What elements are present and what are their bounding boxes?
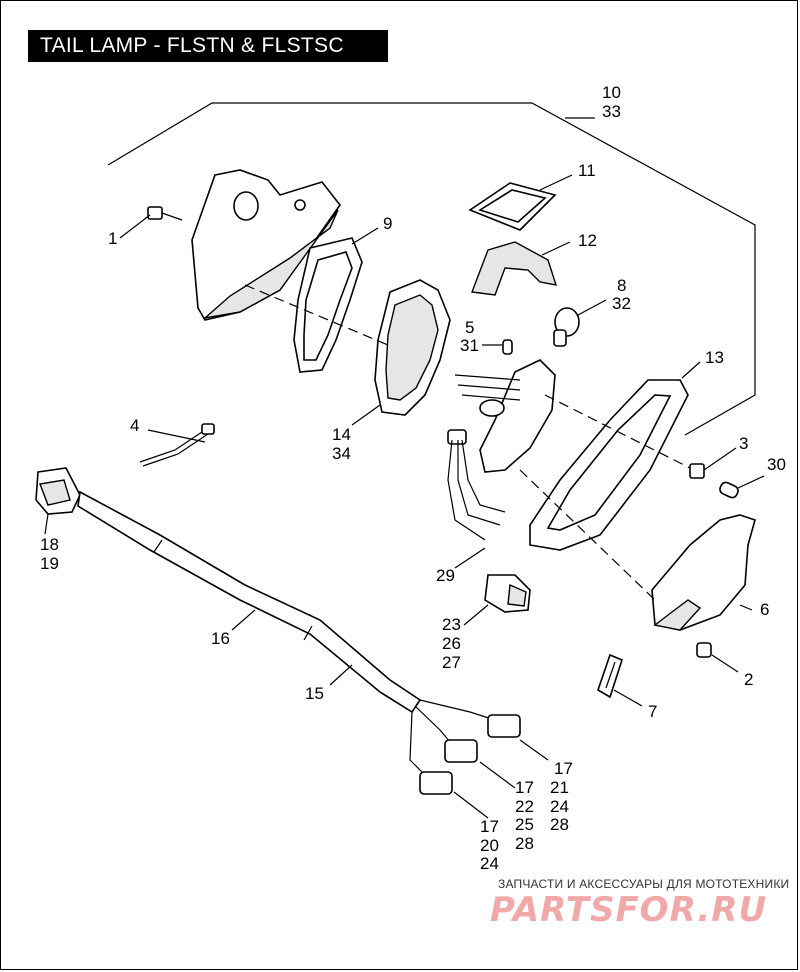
assembly-bracket-line [107, 102, 756, 436]
callout-10: 10 [602, 83, 621, 102]
callout-27: 27 [442, 653, 461, 672]
callout-5: 5 [465, 318, 474, 337]
callout-2: 2 [744, 670, 753, 689]
part-cover-6 [651, 514, 756, 631]
part-connector-17a [487, 714, 521, 738]
callout-34: 34 [332, 444, 351, 463]
watermark-logo: PARTSFOR.RU [490, 890, 768, 930]
part-window-11 [468, 182, 557, 231]
callout-26: 26 [442, 634, 461, 653]
callout-16: 16 [211, 629, 230, 648]
callout-33: 33 [602, 102, 621, 121]
callout-3: 3 [739, 434, 748, 453]
callout-24-a: 24 [550, 797, 569, 816]
callout-31: 31 [460, 336, 479, 355]
part-nut-2 [696, 642, 712, 658]
part-cap-30 [719, 481, 739, 499]
title-bar: TAIL LAMP - FLSTN & FLSTSC [28, 30, 388, 62]
callout-20: 20 [480, 836, 499, 855]
part-wires-29 [447, 439, 506, 541]
callout-8: 8 [617, 276, 626, 295]
part-lens-14 [374, 279, 451, 416]
part-nut-3 [689, 463, 705, 479]
callout-11: 11 [578, 161, 596, 180]
part-bulb-8 [553, 307, 580, 347]
part-visor-12 [471, 241, 558, 296]
diagram-title: TAIL LAMP - FLSTN & FLSTSC [40, 34, 344, 57]
part-small-bulb-5 [502, 339, 513, 355]
callout-14: 14 [332, 425, 351, 444]
callout-21: 21 [550, 778, 569, 797]
callout-22: 22 [515, 797, 534, 816]
part-gasket-9 [293, 237, 363, 373]
callout-19: 19 [40, 554, 59, 573]
callout-17-a: 17 [554, 759, 573, 778]
callout-13: 13 [705, 348, 724, 367]
callout-1: 1 [108, 229, 117, 248]
part-connector-23 [484, 574, 531, 613]
callout-12: 12 [578, 231, 597, 250]
watermark-tagline: ЗАПЧАСТИ И АКСЕССУАРЫ ДЛЯ МОТОТЕХНИКИ [498, 877, 790, 891]
part-connector-17b [444, 739, 478, 763]
callout-15: 15 [305, 684, 324, 703]
alignment-line-1 [244, 284, 389, 346]
part-gasket-13 [529, 379, 689, 551]
callout-18: 18 [40, 535, 59, 554]
part-reflector-7 [597, 653, 623, 699]
leader-lines [44, 117, 765, 819]
callout-24-b: 24 [480, 854, 499, 873]
part-screw-1 [147, 206, 183, 221]
callout-28-a: 28 [550, 815, 569, 834]
callout-17-b: 17 [515, 778, 534, 797]
part-harness-15-16 [77, 490, 496, 776]
callout-29: 29 [436, 566, 455, 585]
callout-4: 4 [130, 416, 139, 435]
callout-23: 23 [442, 615, 461, 634]
callout-6: 6 [760, 600, 769, 619]
part-connector-17c [419, 771, 453, 795]
callout-32: 32 [612, 294, 631, 313]
callout-30: 30 [767, 455, 786, 474]
callout-7: 7 [648, 702, 657, 721]
callout-28-b: 28 [515, 834, 534, 853]
callout-25: 25 [515, 815, 534, 834]
callout-9: 9 [383, 214, 392, 233]
part-connector-18 [35, 467, 81, 515]
callout-17-c: 17 [480, 817, 499, 836]
part-housing-cover [191, 169, 341, 321]
alignment-line-3 [544, 394, 691, 469]
